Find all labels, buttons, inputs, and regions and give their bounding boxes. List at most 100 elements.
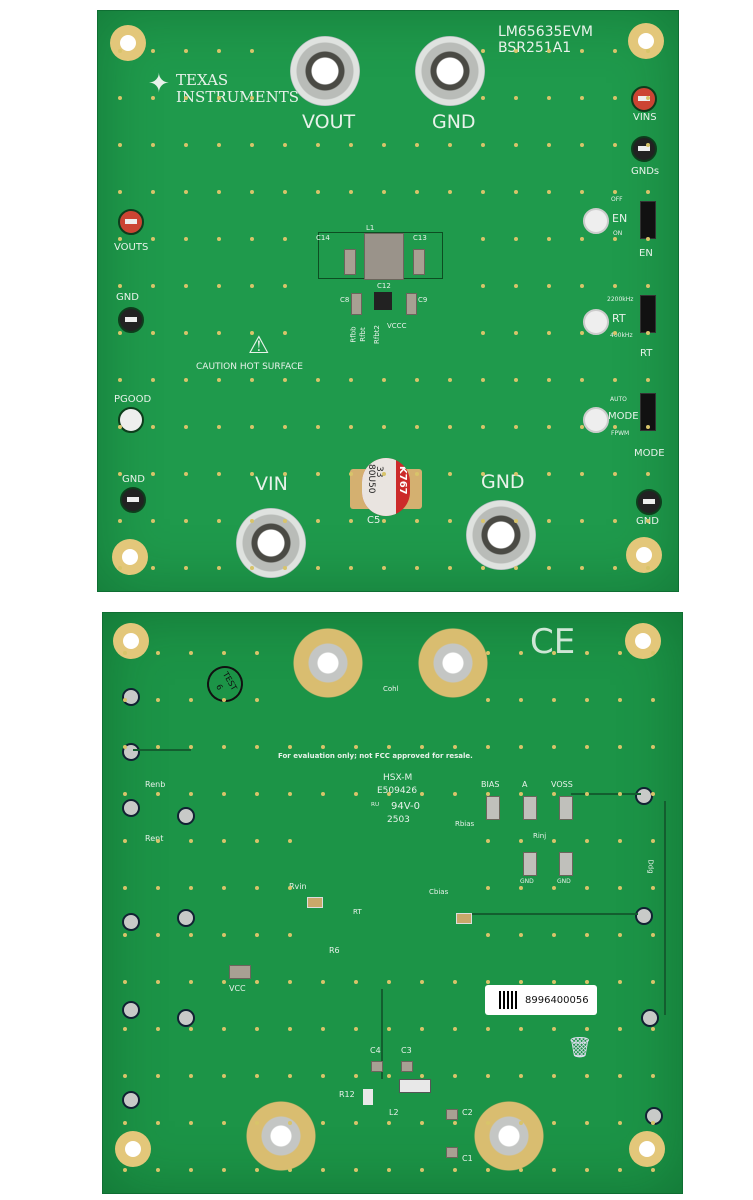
test-pad[interactable] [635,787,653,805]
via [321,980,325,984]
vin-terminal[interactable] [236,508,306,578]
via [547,237,551,241]
via [217,190,221,194]
via [189,839,193,843]
via [250,566,254,570]
gnd-terminal[interactable] [466,500,536,570]
test-pad[interactable] [122,1091,140,1109]
gnd-test-point[interactable] [118,307,144,333]
via [613,284,617,288]
via [646,331,650,335]
via [222,698,226,702]
gnd-terminal[interactable] [415,36,485,106]
mode-test-point[interactable] [583,407,609,433]
rt-jumper[interactable] [640,295,656,333]
gnd-test-point[interactable] [636,489,662,515]
via [580,378,584,382]
gnds-test-point[interactable] [631,136,657,162]
test-pad[interactable] [177,909,195,927]
gnd-pad[interactable] [559,852,573,876]
test-pad[interactable] [177,1009,195,1027]
label: R12 [339,1090,355,1099]
via [618,745,622,749]
mode-jumper[interactable] [640,393,656,431]
via [580,566,584,570]
via [519,839,523,843]
via [118,284,122,288]
via [217,96,221,100]
vin-label: VIN [255,473,288,495]
via [250,237,254,241]
bias-pad[interactable] [486,796,500,820]
pgood-test-point[interactable] [118,407,144,433]
via [585,1121,589,1125]
test-pad[interactable] [122,913,140,931]
a-pad[interactable] [523,796,537,820]
via [217,519,221,523]
via [651,933,655,937]
via [651,1121,655,1125]
via [156,886,160,890]
label: GND [122,474,145,485]
via [283,378,287,382]
via [486,792,490,796]
label: R6 [329,946,340,955]
via [217,331,221,335]
test-pad[interactable] [122,1001,140,1019]
voss-pad[interactable] [559,796,573,820]
via [354,1168,358,1172]
vins-test-point[interactable] [631,86,657,112]
serial-number: 8996400056 [525,995,589,1006]
gnd-test-point[interactable] [120,487,146,513]
via [316,190,320,194]
via [184,331,188,335]
test-pad[interactable] [641,1009,659,1027]
via [349,519,353,523]
terminal-nut [474,1101,544,1171]
via [288,886,292,890]
rt-test-point[interactable] [583,309,609,335]
label: VINS [633,112,657,123]
trace [571,793,641,795]
via [354,792,358,796]
via [646,49,650,53]
via [250,284,254,288]
via [184,96,188,100]
via [222,933,226,937]
via [580,49,584,53]
via [189,886,193,890]
via [151,284,155,288]
gnd-pad[interactable] [523,852,537,876]
vout-terminal[interactable] [290,36,360,106]
via [448,472,452,476]
via [585,1168,589,1172]
via [415,425,419,429]
via [618,839,622,843]
via [552,839,556,843]
vouts-test-point[interactable] [118,209,144,235]
via [217,425,221,429]
test-pad[interactable] [122,688,140,706]
test-pad[interactable] [177,807,195,825]
capacitor [401,1061,413,1072]
via [552,1168,556,1172]
via [651,745,655,749]
via [255,1074,259,1078]
via [519,980,523,984]
test-pad[interactable] [635,907,653,925]
via [354,1121,358,1125]
via [519,1027,523,1031]
test-pad[interactable] [122,799,140,817]
label: RT [612,312,626,325]
via [618,651,622,655]
en-jumper[interactable] [640,201,656,239]
via [486,1168,490,1172]
mounting-hole [113,623,149,659]
via [217,284,221,288]
en-test-point[interactable] [583,208,609,234]
via [156,651,160,655]
via [420,980,424,984]
via [646,96,650,100]
label: EN [639,248,653,259]
via [189,980,193,984]
